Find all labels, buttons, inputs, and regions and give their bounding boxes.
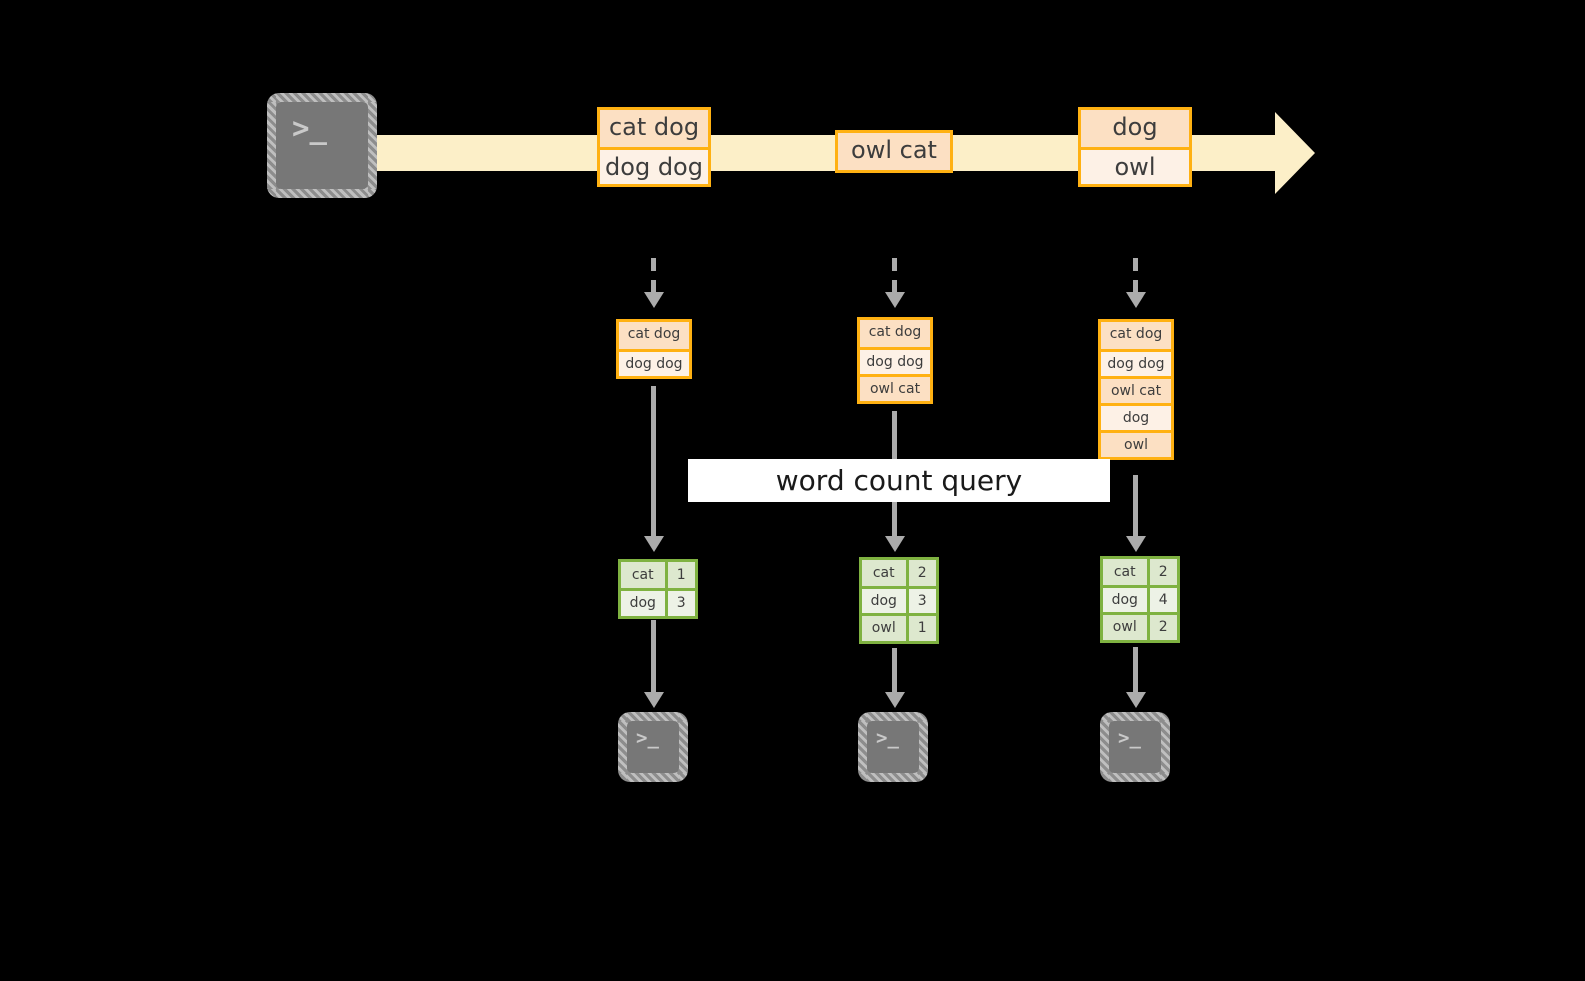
- result-2: cat 2 dog 3 owl 1: [859, 557, 939, 644]
- query-label: word count query: [688, 459, 1110, 502]
- count-cell: 2: [1148, 611, 1177, 640]
- output-arrow-3: [1133, 647, 1138, 694]
- record-row: dog: [1081, 110, 1189, 147]
- record-row: cat dog: [600, 110, 708, 147]
- record-row: owl: [1081, 147, 1189, 184]
- word-cell: dog: [621, 587, 668, 616]
- consumer-terminal-icon-1: >_: [618, 712, 688, 782]
- result-1: cat 1 dog 3: [618, 559, 698, 619]
- record-row: dog dog: [1101, 349, 1171, 376]
- arrow-down-dashed-icon: [1133, 258, 1138, 294]
- snapshot-2: cat dog dog dog owl cat: [857, 317, 933, 404]
- result-table: cat 2 dog 3 owl 1: [862, 560, 936, 641]
- table-row: owl 2: [1103, 611, 1177, 640]
- count-cell: 4: [1148, 584, 1177, 613]
- terminal-icon-body: >_: [1109, 721, 1161, 773]
- table-row: owl 1: [862, 612, 936, 641]
- arrow-down-dashed-icon-head: [885, 292, 905, 308]
- word-cell: owl: [1103, 611, 1150, 640]
- record-row: cat dog: [619, 322, 689, 349]
- timeline-event-2: owl cat: [835, 130, 953, 173]
- record-row: dog dog: [860, 347, 930, 374]
- query-arrow-1-head: [644, 536, 664, 552]
- record-row: cat dog: [860, 320, 930, 347]
- record-row: owl cat: [860, 374, 930, 401]
- count-cell: 3: [907, 585, 936, 614]
- output-arrow-2: [892, 648, 897, 694]
- record-row: owl cat: [1101, 376, 1171, 403]
- record-row: owl: [1101, 430, 1171, 457]
- word-cell: cat: [621, 562, 668, 589]
- terminal-prompt-glyph: >_: [1118, 727, 1141, 749]
- snapshot-3: cat dog dog dog owl cat dog owl: [1098, 319, 1174, 460]
- count-cell: 2: [907, 560, 936, 587]
- record-row: owl cat: [838, 133, 950, 170]
- terminal-prompt-glyph: >_: [636, 727, 659, 749]
- terminal-icon-body: >_: [867, 721, 919, 773]
- count-cell: 3: [666, 587, 695, 616]
- table-row: dog 3: [862, 585, 936, 614]
- record-row: dog dog: [600, 147, 708, 184]
- count-cell: 2: [1148, 559, 1177, 586]
- record-row: cat dog: [1101, 322, 1171, 349]
- table-row: cat 2: [1103, 559, 1177, 586]
- arrow-down-dashed-icon: [892, 258, 897, 294]
- word-cell: owl: [862, 612, 909, 641]
- table-row: dog 3: [621, 587, 695, 616]
- query-arrow-2-head: [885, 536, 905, 552]
- query-arrow-3: [1133, 475, 1138, 538]
- output-arrow-3-head: [1126, 692, 1146, 708]
- word-cell: dog: [862, 585, 909, 614]
- arrow-down-dashed-icon-head: [644, 292, 664, 308]
- result-table: cat 2 dog 4 owl 2: [1103, 559, 1177, 640]
- output-arrow-1-head: [644, 692, 664, 708]
- consumer-terminal-icon-2: >_: [858, 712, 928, 782]
- arrow-down-dashed-icon: [651, 258, 656, 294]
- timeline-event-1: cat dog dog dog: [597, 107, 711, 187]
- table-row: cat 2: [862, 560, 936, 587]
- query-arrow-3-head: [1126, 536, 1146, 552]
- result-3: cat 2 dog 4 owl 2: [1100, 556, 1180, 643]
- result-table: cat 1 dog 3: [621, 562, 695, 616]
- terminal-prompt-glyph: >_: [876, 727, 899, 749]
- consumer-terminal-icon-3: >_: [1100, 712, 1170, 782]
- snapshot-1: cat dog dog dog: [616, 319, 692, 379]
- word-cell: dog: [1103, 584, 1150, 613]
- timeline-event-3: dog owl: [1078, 107, 1192, 187]
- arrow-down-dashed-icon-head: [1126, 292, 1146, 308]
- terminal-prompt-glyph: >_: [292, 111, 327, 145]
- arrow-right-icon: [1275, 112, 1315, 194]
- word-cell: cat: [1103, 559, 1150, 586]
- terminal-icon-body: >_: [276, 102, 368, 189]
- count-cell: 1: [907, 612, 936, 641]
- table-row: cat 1: [621, 562, 695, 589]
- record-row: dog dog: [619, 349, 689, 376]
- word-cell: cat: [862, 560, 909, 587]
- producer-terminal-icon: >_: [267, 93, 377, 198]
- query-arrow-1: [651, 386, 656, 538]
- record-row: dog: [1101, 403, 1171, 430]
- table-row: dog 4: [1103, 584, 1177, 613]
- output-arrow-2-head: [885, 692, 905, 708]
- terminal-icon-body: >_: [627, 721, 679, 773]
- output-arrow-1: [651, 620, 656, 694]
- count-cell: 1: [666, 562, 695, 589]
